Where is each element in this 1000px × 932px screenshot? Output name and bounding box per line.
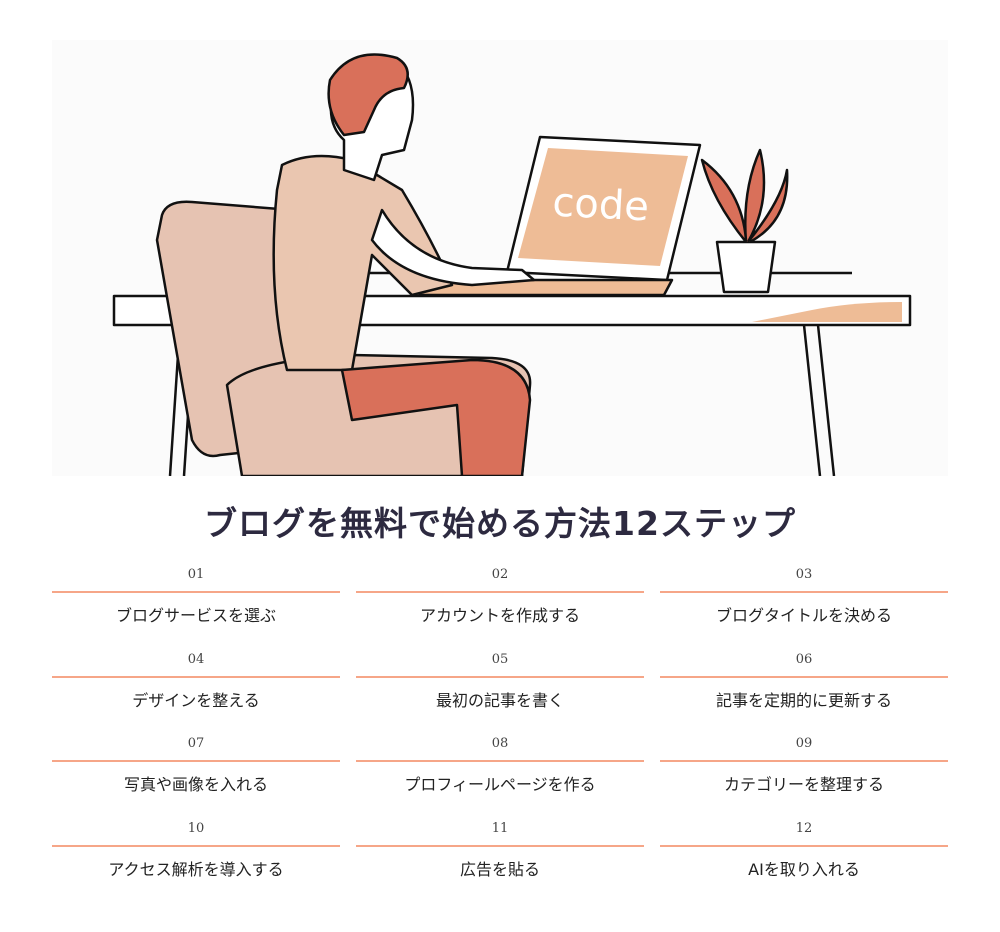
step-item: 12 AIを取り入れる	[660, 818, 948, 903]
step-number: 05	[491, 651, 509, 667]
step-label: アクセス解析を導入する	[108, 859, 284, 879]
step-label: 記事を定期的に更新する	[715, 690, 892, 710]
step-label: デザインを整える	[132, 690, 260, 710]
hero-illustration: code	[52, 40, 948, 476]
step-divider	[356, 844, 644, 847]
step-number: 02	[491, 567, 509, 582]
step-item: 09 カテゴリーを整理する	[660, 733, 948, 818]
step-item: 01 ブログサービスを選ぶ	[52, 564, 340, 649]
step-number: 09	[795, 736, 813, 751]
step-label: 写真や画像を入れる	[123, 775, 268, 794]
step-label: ブログタイトルを決める	[715, 606, 892, 625]
plant-leaves	[700, 148, 789, 244]
person-hair	[327, 53, 409, 137]
step-number: 11	[491, 820, 509, 836]
step-divider	[52, 675, 340, 678]
step-divider	[660, 675, 948, 678]
step-item: 07 写真や画像を入れる	[52, 733, 340, 818]
step-label: 最初の記事を書く	[435, 690, 564, 710]
step-divider	[356, 591, 644, 593]
step-number: 07	[187, 736, 205, 751]
step-divider	[356, 675, 644, 678]
step-divider	[356, 760, 644, 762]
step-divider	[660, 591, 948, 593]
step-number: 01	[187, 567, 205, 582]
step-label: カテゴリーを整理する	[723, 775, 884, 794]
step-item: 11 広告を貼る	[356, 818, 644, 903]
step-item: 03 ブログタイトルを決める	[660, 564, 948, 649]
step-label: アカウントを作成する	[419, 606, 580, 625]
plant-pot	[715, 240, 777, 294]
step-divider	[52, 844, 340, 847]
step-item: 08 プロフィールページを作る	[356, 733, 644, 818]
step-item: 10 アクセス解析を導入する	[52, 818, 340, 903]
step-number: 06	[795, 651, 813, 667]
step-number: 03	[795, 567, 813, 582]
step-item: 04 デザインを整える	[52, 649, 340, 734]
person-arm	[370, 208, 536, 287]
step-label: 広告を貼る	[459, 859, 540, 879]
step-divider	[660, 844, 948, 847]
step-item: 05 最初の記事を書く	[356, 649, 644, 734]
step-number: 04	[187, 651, 205, 667]
step-divider	[660, 760, 948, 762]
step-label: AIを取り入れる	[748, 859, 860, 879]
step-label: プロフィールページを作る	[404, 775, 596, 794]
step-item: 06 記事を定期的に更新する	[660, 649, 948, 734]
step-number: 10	[187, 820, 205, 836]
person-at-laptop-illustration: code	[112, 53, 912, 476]
step-number: 12	[795, 820, 813, 836]
step-divider	[52, 760, 340, 762]
person-legs	[340, 358, 532, 476]
page-title: ブログを無料で始める方法12ステップ	[204, 504, 796, 543]
step-number: 08	[491, 736, 509, 751]
step-label: ブログサービスを選ぶ	[115, 606, 276, 625]
step-divider	[52, 591, 340, 593]
step-item: 02 アカウントを作成する	[356, 564, 644, 649]
laptop-screen-text: code	[551, 180, 650, 231]
